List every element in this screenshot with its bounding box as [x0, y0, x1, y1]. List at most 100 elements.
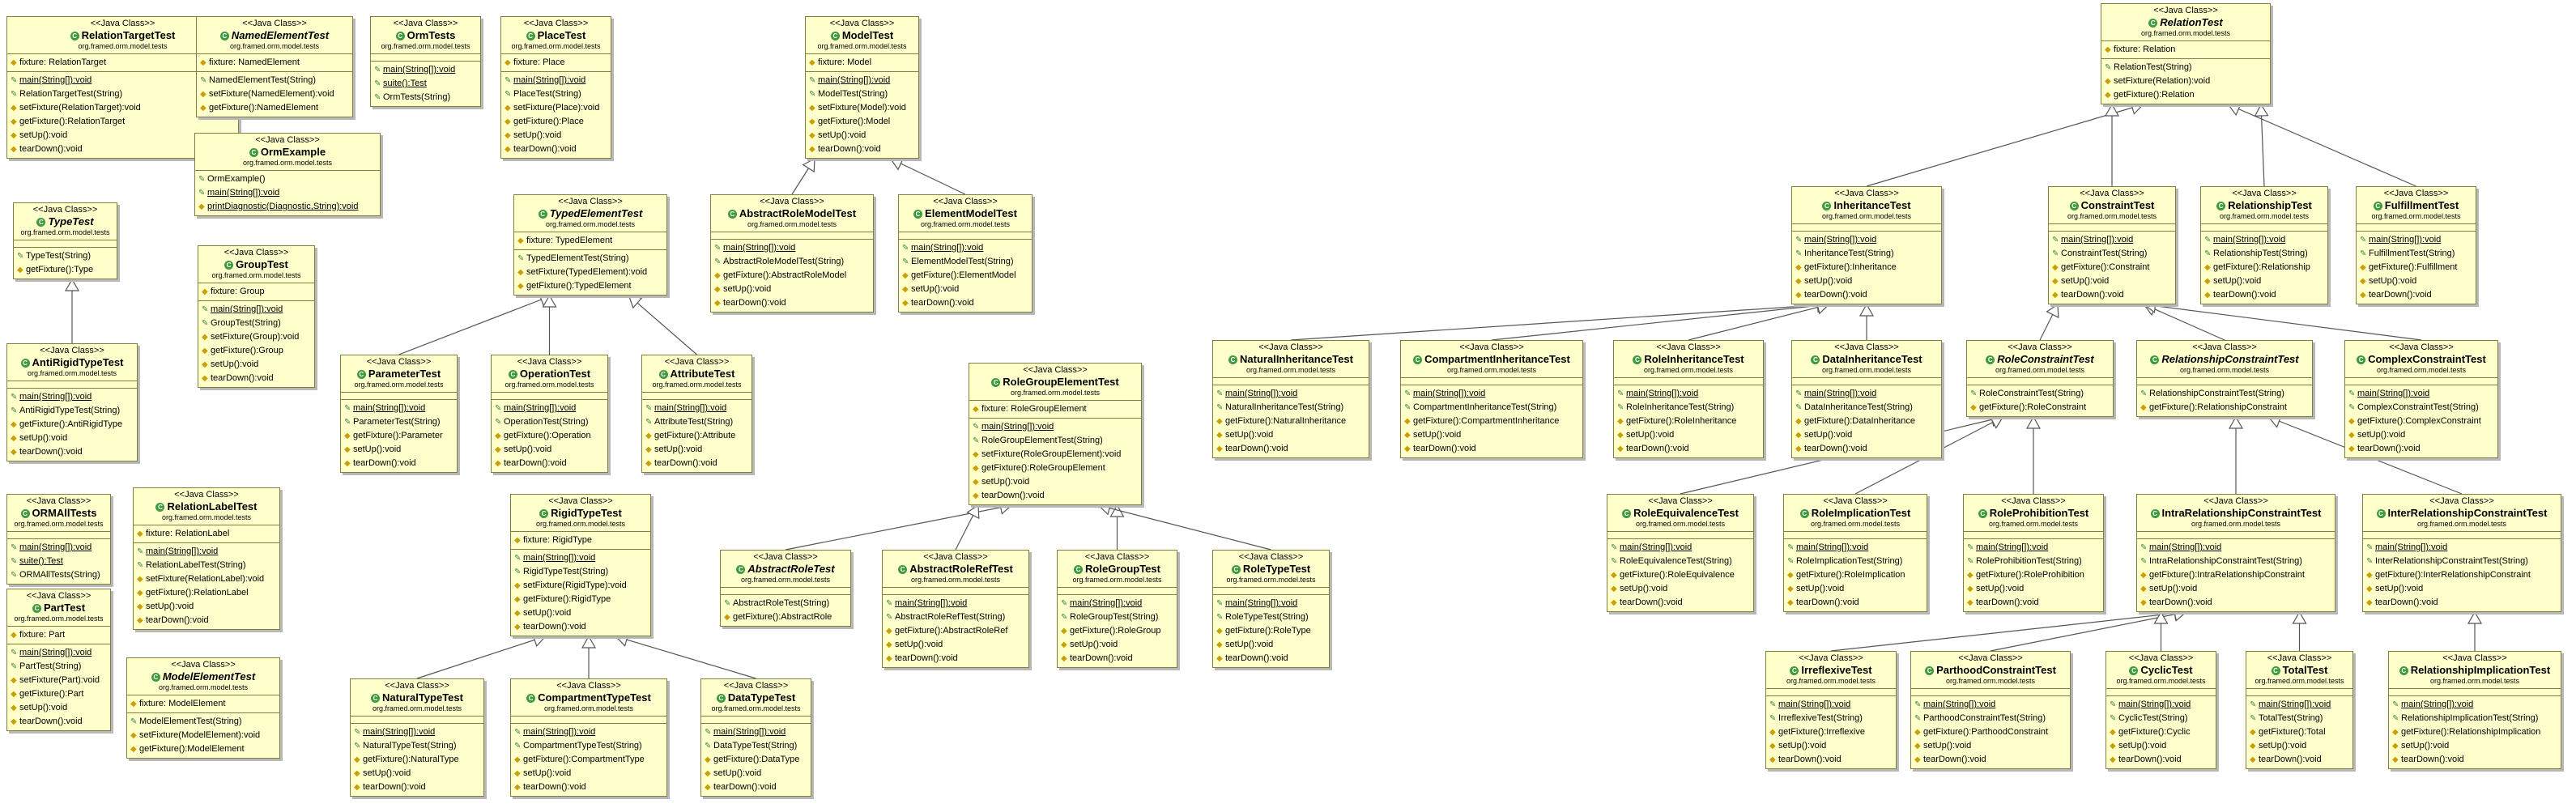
fields-section: [1213, 588, 1329, 595]
method-row: ✎suite():Test: [11, 555, 107, 568]
class-name-text: IntraRelationshipConstraintTest: [2161, 507, 2322, 519]
method-row: ✎AntiRigidTypeTest(String): [11, 404, 134, 418]
protected-method-icon: ◆: [137, 602, 143, 611]
generalization-line: [416, 636, 546, 679]
method-text: setUp():void: [1070, 640, 1118, 649]
method-text: getFixture():RoleType: [1225, 626, 1311, 636]
method-row: ✎main(String[]):void: [809, 74, 915, 87]
method-text: setUp():void: [981, 477, 1030, 487]
method-text: main(String[]):void: [1923, 700, 1996, 709]
method-text: setFixture(RigidType):void: [523, 580, 627, 590]
protected-method-icon: ◆: [973, 491, 979, 500]
method-text: setUp():void: [19, 130, 68, 140]
method-text: getFixture():RelationLabel: [146, 588, 249, 597]
method-text: main(String[]):void: [1976, 542, 2049, 552]
class-package: org.framed.orm.model.tests: [747, 220, 837, 228]
fields-section: [883, 588, 1028, 595]
public-method-icon: ✎: [11, 662, 18, 671]
public-method-icon: ✎: [2052, 236, 2059, 245]
method-row: ◆setFixture(Model):void: [809, 101, 915, 115]
methods-section: ✎RelationTest(String)◆setFixture(Relatio…: [2101, 59, 2270, 104]
class-icon: C: [526, 694, 536, 703]
class-icon: C: [219, 32, 229, 40]
method-row: ✎main(String[]):void: [505, 74, 607, 87]
method-row: ◆setUp():void: [1611, 582, 1750, 596]
class-icon: C: [395, 32, 405, 40]
method-text: tearDown():void: [504, 458, 567, 468]
class-icon: C: [538, 210, 547, 219]
method-text: tearDown():void: [1225, 444, 1288, 453]
class-package: org.framed.orm.model.tests: [2116, 677, 2206, 685]
method-row: ◆setUp():void: [1795, 274, 1938, 288]
method-row: ◆setUp():void: [1914, 739, 2067, 753]
class-name-text: AbstractRoleRefTest: [909, 563, 1013, 575]
method-text: tearDown():void: [353, 458, 416, 468]
method-row: ✎RoleInheritanceTest(String): [1617, 401, 1760, 415]
method-row: ◆getFixture():NaturalInheritance: [1216, 415, 1365, 428]
protected-method-icon: ◆: [1795, 431, 1802, 440]
method-text: TypedElementTest(String): [526, 253, 629, 263]
methods-section: ✎main(String[]):void✎DataTypeTest(String…: [701, 724, 811, 796]
method-text: GroupTest(String): [211, 318, 281, 328]
class-icon: C: [1622, 509, 1632, 518]
method-row: ◆setUp():void: [2250, 739, 2349, 753]
public-method-icon: ✎: [1787, 557, 1795, 566]
fields-section: [899, 232, 1032, 240]
methods-section: ✎main(String[]):void✎RoleGroupTest(Strin…: [1058, 595, 1177, 667]
generalization-arrowhead: [2143, 302, 2158, 317]
method-row: ✎main(String[]):void: [202, 303, 311, 317]
field-text: fixture: Group: [211, 287, 265, 296]
